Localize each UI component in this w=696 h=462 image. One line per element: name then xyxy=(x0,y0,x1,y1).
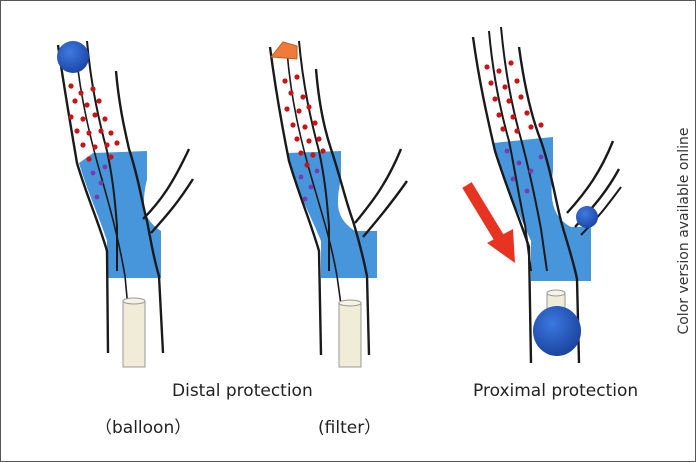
label-distal-protection: Distal protection xyxy=(172,381,313,401)
panel-distal-balloon xyxy=(56,40,195,368)
label-balloon: （balloon） xyxy=(95,418,192,438)
label-proximal-protection: Proximal protection xyxy=(473,381,639,401)
catheter-tube xyxy=(122,300,146,368)
proximal-balloon-icon xyxy=(576,206,598,228)
color-version-note: Color version available online xyxy=(676,127,692,335)
label-filter: (filter） xyxy=(318,418,382,438)
embolic-debris xyxy=(282,74,326,202)
stent-body xyxy=(287,151,377,278)
distal-balloon-icon xyxy=(57,41,89,73)
stent-body xyxy=(493,137,591,281)
flow-arrow-icon xyxy=(462,182,515,263)
embolic-debris xyxy=(484,60,544,194)
catheter-tube xyxy=(338,302,362,368)
embolic-debris xyxy=(68,83,120,200)
panel-distal-filter xyxy=(268,40,408,368)
filter-icon xyxy=(270,41,298,60)
proximal-large-balloon xyxy=(533,306,581,356)
panel-proximal xyxy=(462,26,622,364)
